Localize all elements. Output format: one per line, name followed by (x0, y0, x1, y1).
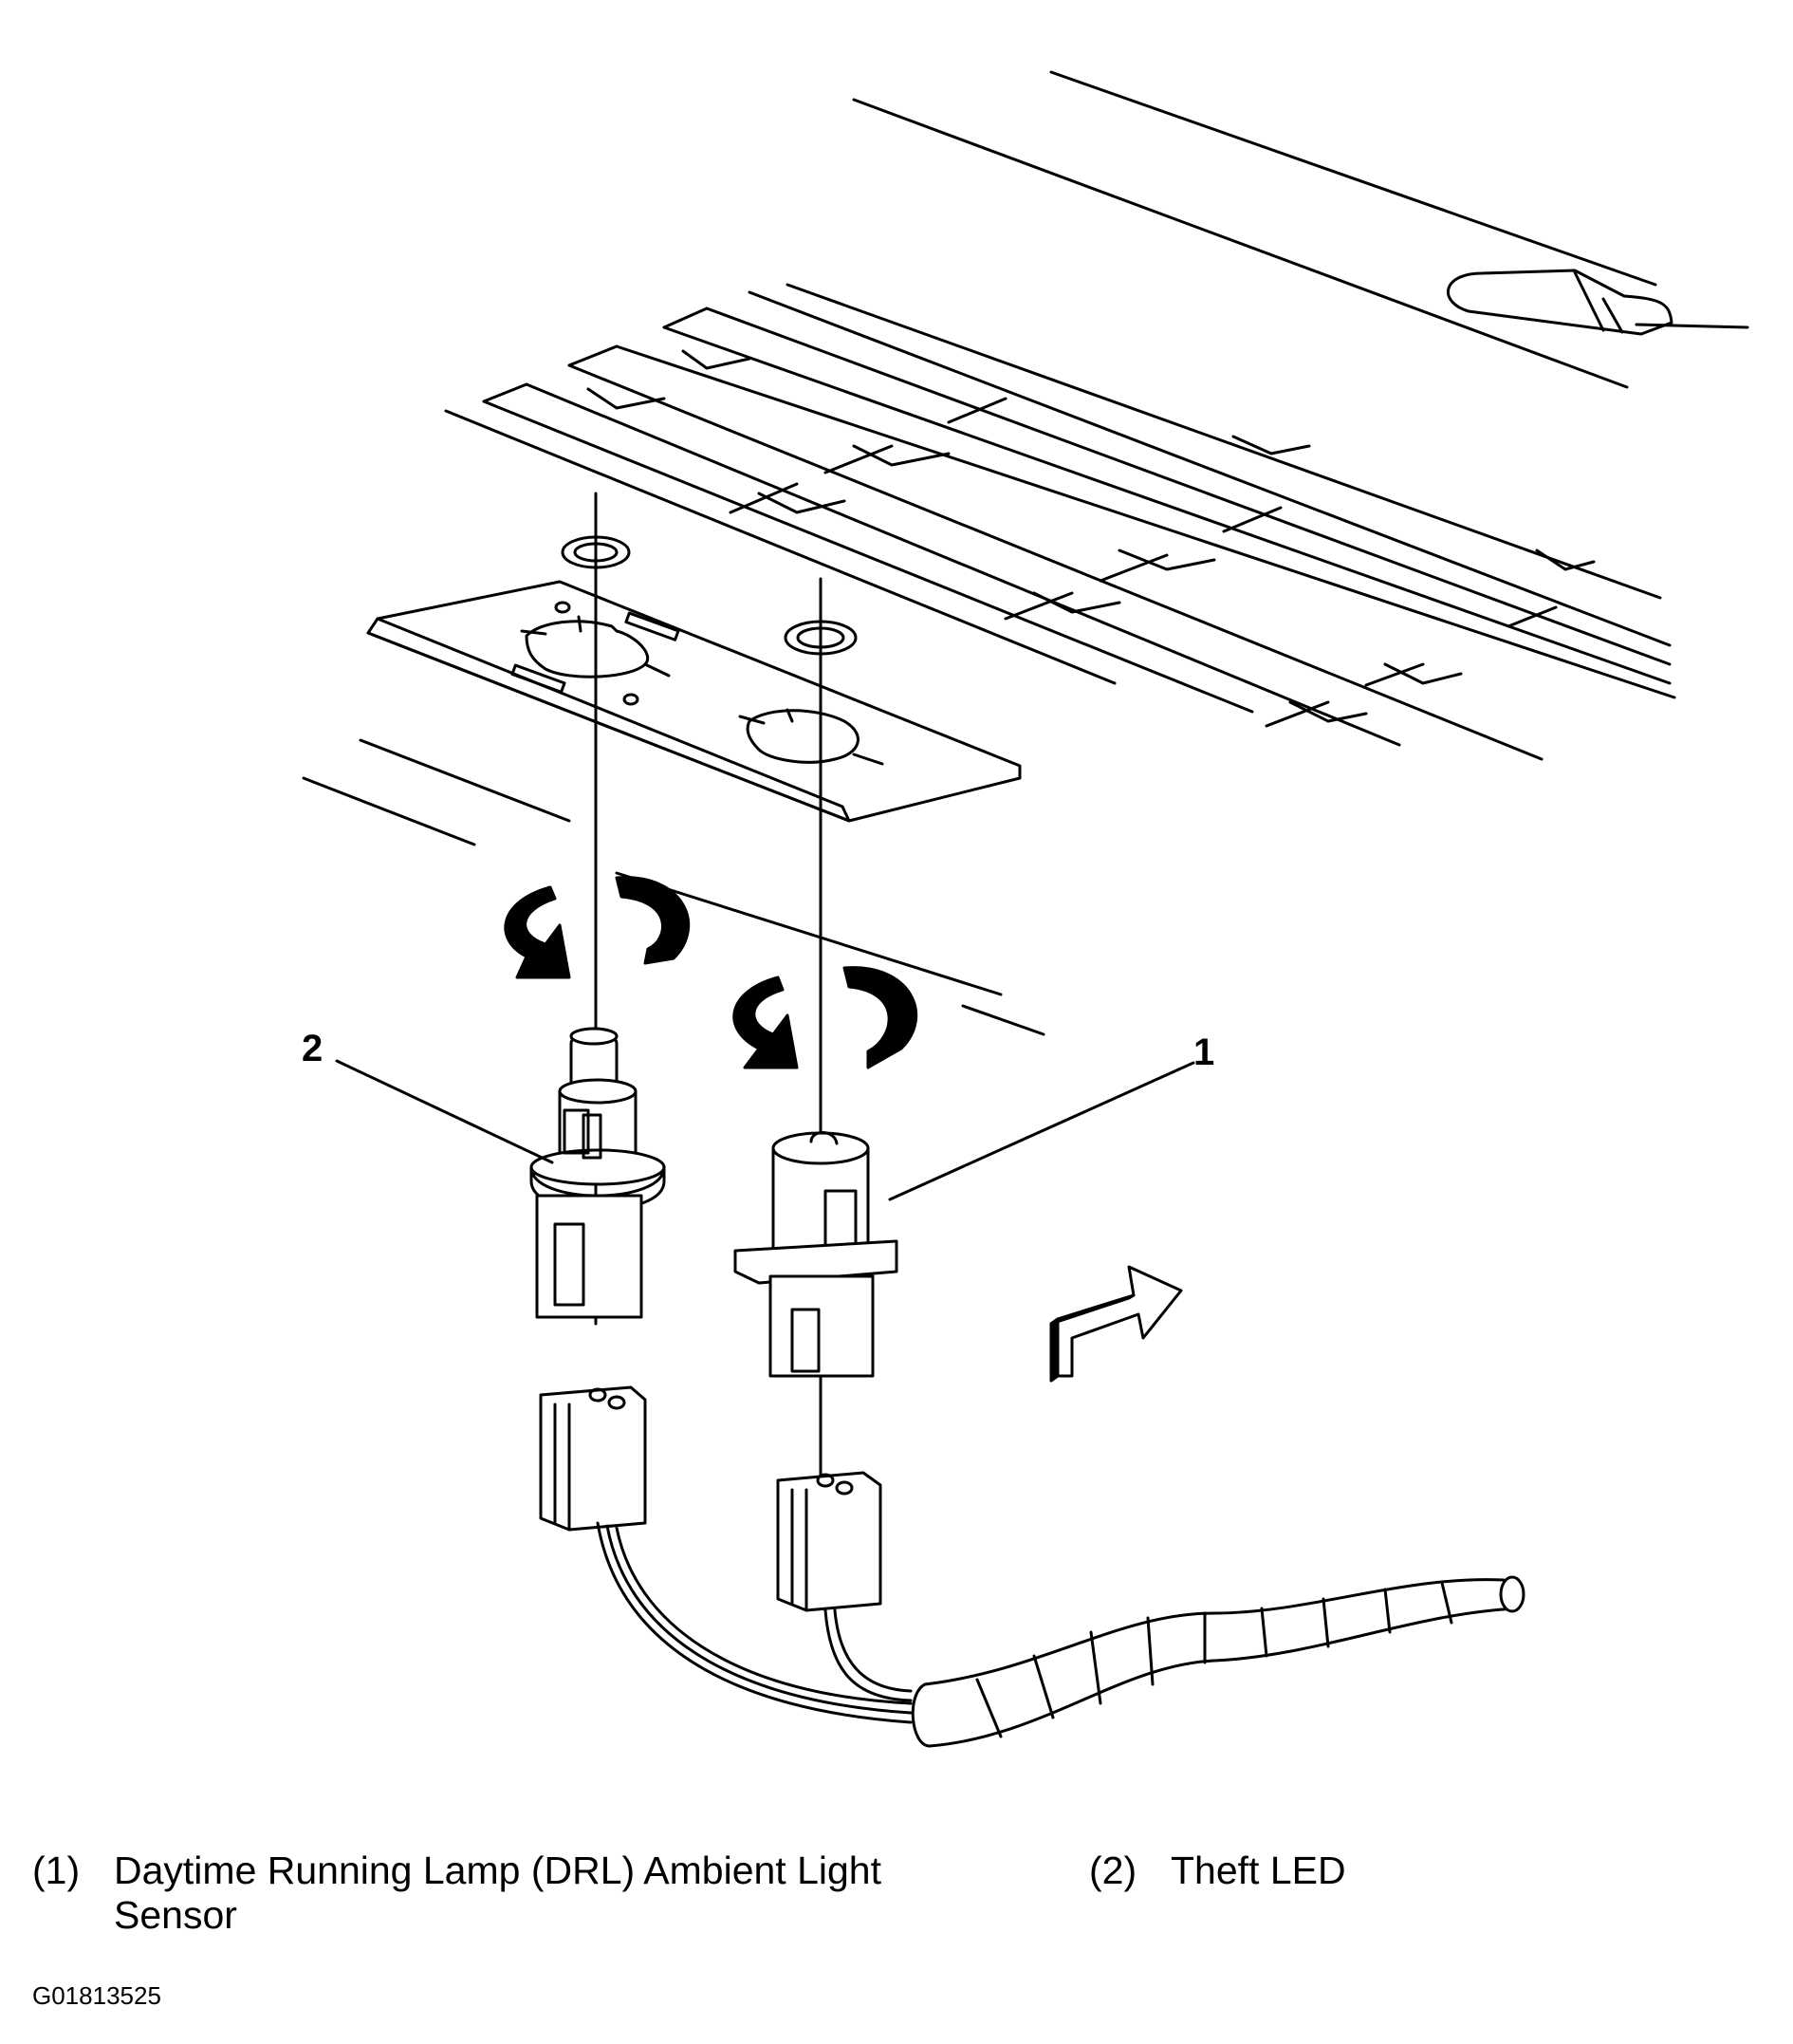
figure-id: G01813525 (32, 1981, 161, 2010)
dashboard-panel (852, 70, 1749, 389)
rotation-arrow-left (504, 876, 691, 979)
connector-right (776, 1471, 882, 1612)
legend-number: (2) (1089, 1849, 1137, 1892)
legend-label: Theft LED (1171, 1849, 1346, 1892)
legend-number: (1) (32, 1849, 81, 1892)
direction-arrow (1049, 1265, 1183, 1383)
exploded-view-diagram: 1 2 (302, 70, 1749, 1748)
leader-line-2 (335, 1059, 554, 1164)
wire-harness-loom (911, 1575, 1525, 1748)
callout-2: 2 (302, 1028, 323, 1069)
callout-1: 1 (1193, 1031, 1214, 1073)
mounting-bracket (366, 580, 1022, 823)
defroster-grille (444, 283, 1676, 761)
theft-led (529, 1027, 666, 1319)
legend-label: Daytime Running Lamp (DRL) Ambient Light… (114, 1849, 881, 1937)
ambient-light-sensor (733, 1131, 898, 1378)
rotation-arrow-right (732, 966, 918, 1069)
connector-left (539, 1385, 647, 1532)
dashboard-surface (302, 738, 1045, 1036)
wiring (596, 1521, 913, 1724)
leader-line-1 (888, 1061, 1195, 1201)
